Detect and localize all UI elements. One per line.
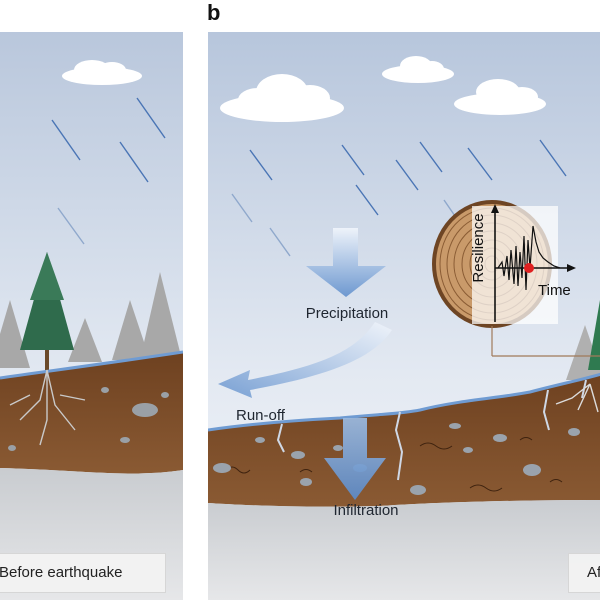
panel-after [208, 32, 600, 600]
caption-after: Af [568, 553, 600, 593]
infiltration-arrow-icon [324, 418, 386, 500]
cloud-icon [454, 79, 546, 115]
runoff-arrow-icon [218, 322, 392, 398]
rain-icon [231, 139, 567, 257]
cloud-icon [220, 74, 344, 122]
panel-before [0, 32, 183, 600]
tree-icon [588, 300, 600, 370]
tree-icon [0, 272, 182, 368]
runoff-label: Run-off [236, 407, 286, 424]
rain-icon [51, 97, 166, 245]
tree-icon [20, 252, 74, 370]
cloud-icon [382, 56, 454, 83]
resilience-axis-label: Resilience [470, 213, 487, 282]
infiltration-label: Infiltration [333, 502, 398, 519]
precipitation-label: Precipitation [306, 305, 389, 322]
time-axis-label: Time [538, 282, 571, 299]
caption-before: Before earthquake [0, 553, 166, 593]
panel-label: b [207, 0, 221, 25]
caption-after-text: Af [587, 564, 600, 581]
resilience-chart [491, 204, 600, 357]
precipitation-arrow-icon [306, 228, 386, 297]
cloud-icon [62, 60, 142, 85]
tree-ring-icon [432, 200, 558, 328]
caption-before-text: Before earthquake [0, 564, 123, 581]
red-dot-icon [524, 263, 534, 273]
